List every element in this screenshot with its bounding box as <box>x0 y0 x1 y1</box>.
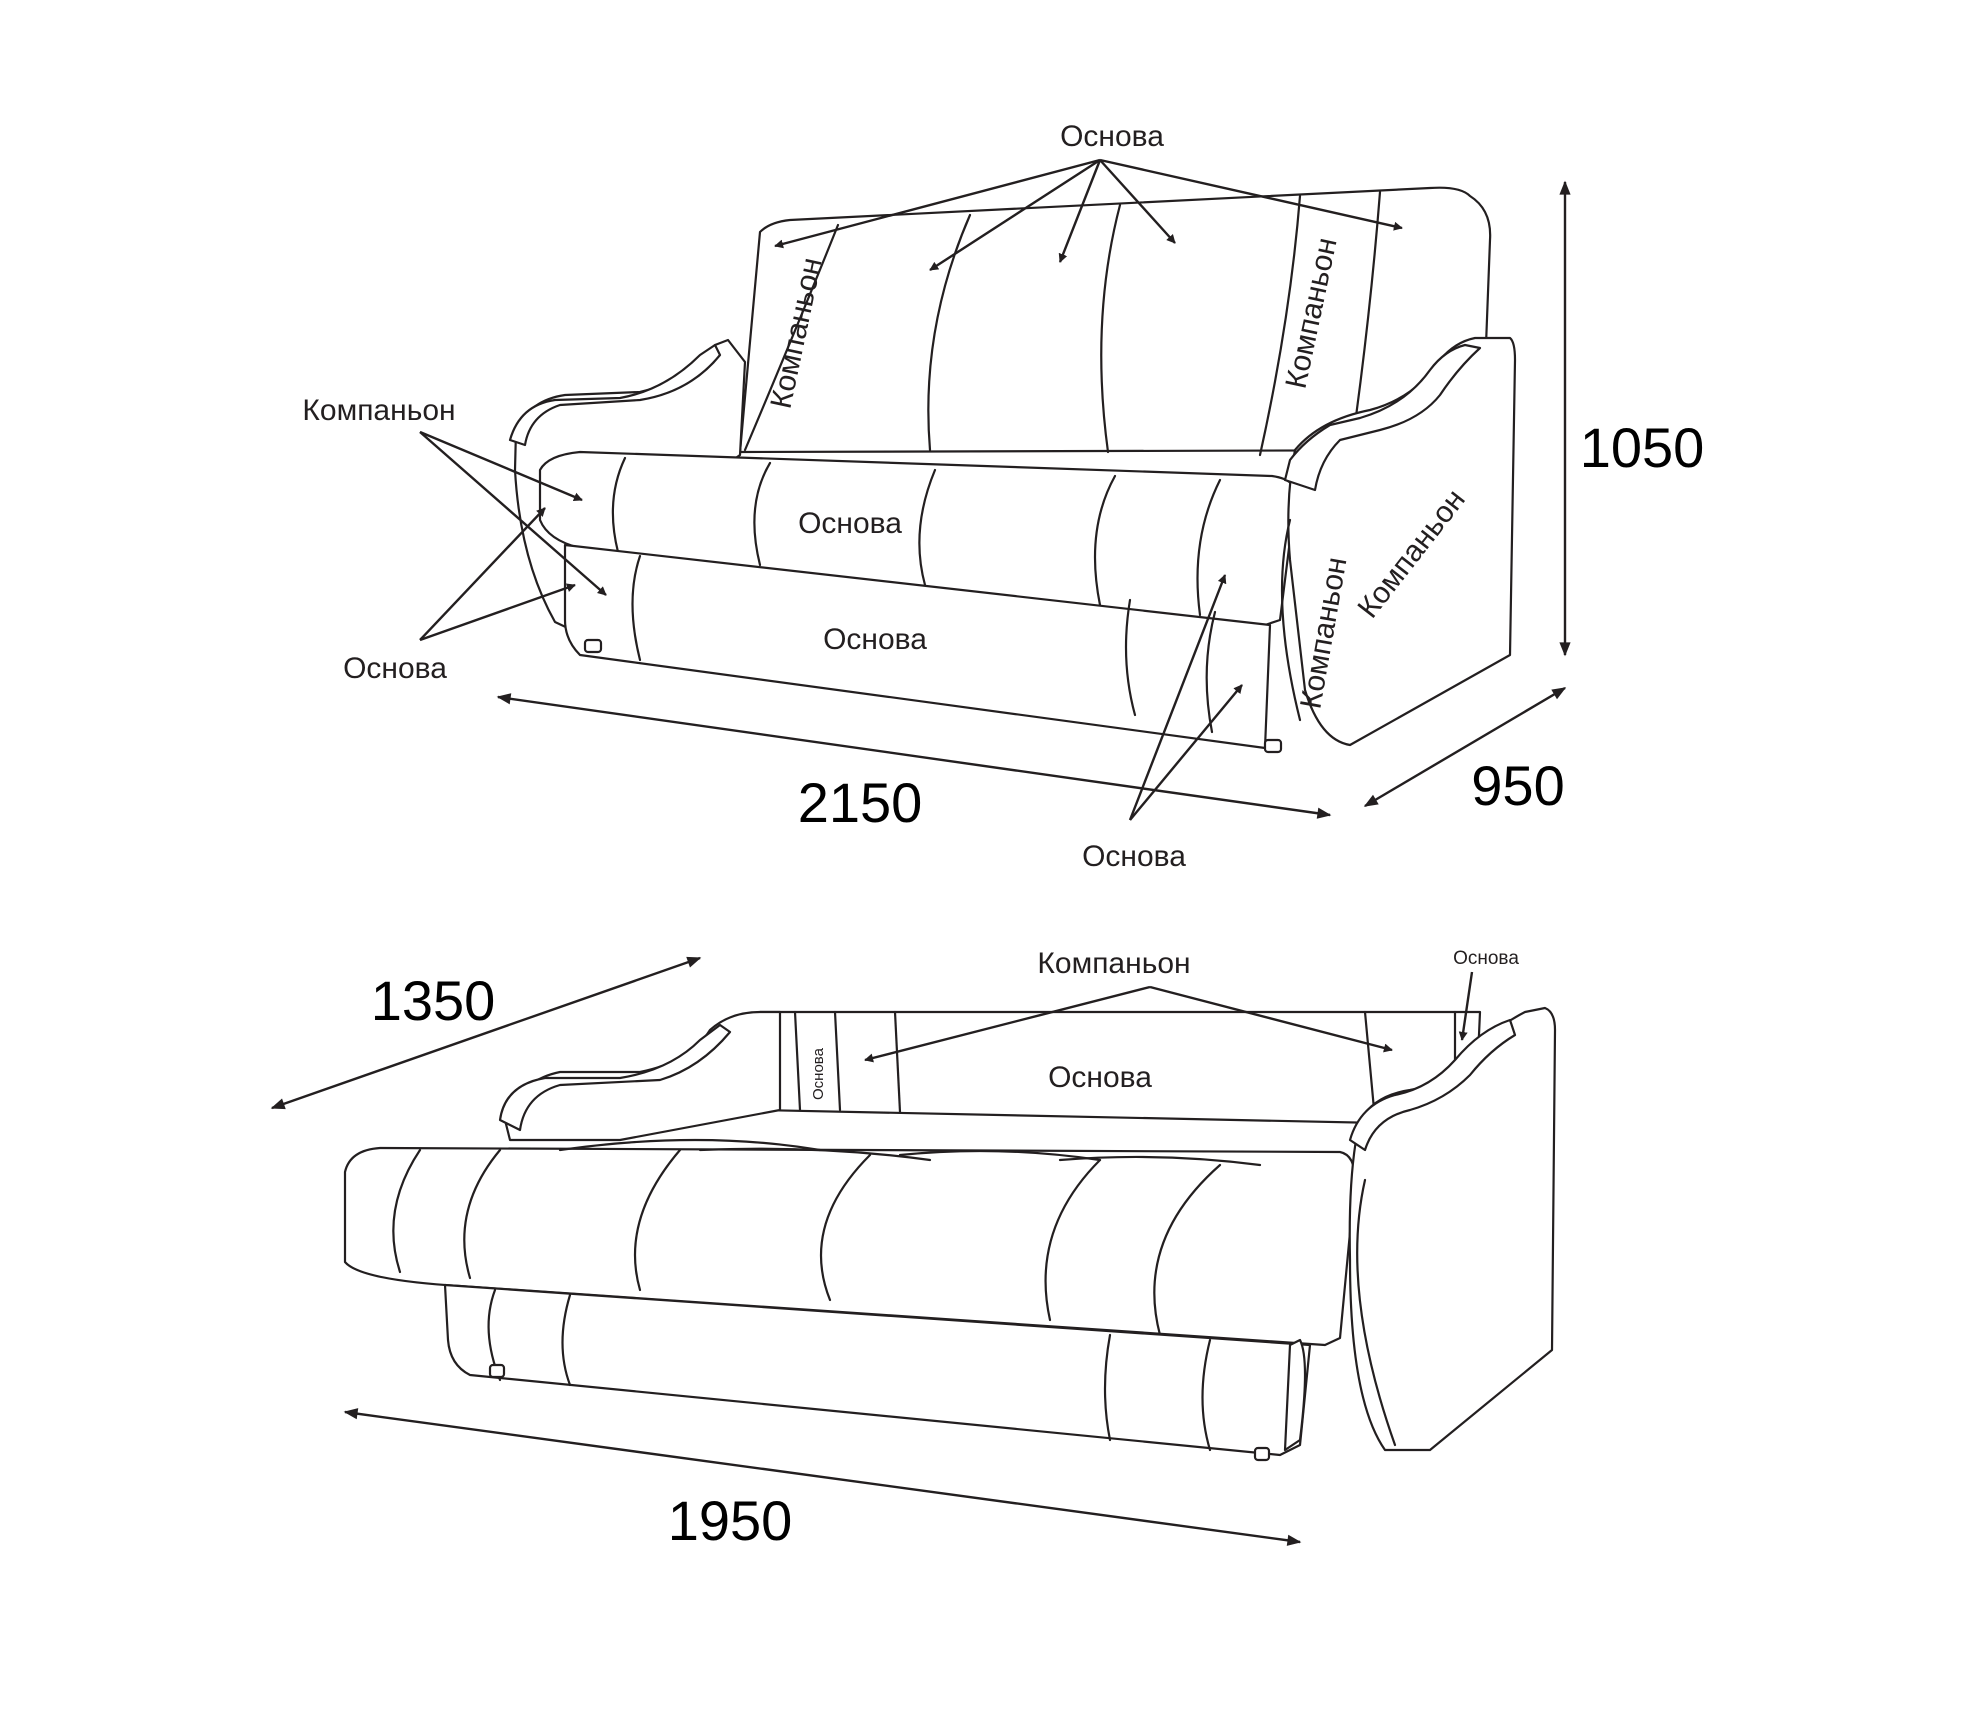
label-top-base: Основа <box>1060 120 1164 153</box>
label-box-base: Основа <box>823 623 927 656</box>
label-left-base: Основа <box>343 652 447 685</box>
dim-sleeping-length: 1950 <box>668 1489 793 1552</box>
dim-depth-folded: 950 <box>1471 754 1564 817</box>
label-unfolded-back-base: Основа <box>1048 1061 1152 1094</box>
label-unfolded-corner-base: Основа <box>1453 948 1519 969</box>
label-seat-base: Основа <box>798 507 902 540</box>
label-left-companion: Компаньон <box>302 394 455 427</box>
unfolded-foot-left <box>488 1363 506 1379</box>
sofa-backrest <box>738 186 1492 454</box>
bottom-pointer-arrows <box>864 971 1474 1063</box>
dim-width-folded: 2150 <box>798 771 923 834</box>
label-bottom-base: Основа <box>1082 840 1186 873</box>
sofa-folded <box>508 186 1517 754</box>
sofa-foot-left <box>583 638 603 654</box>
dim-height: 1050 <box>1580 416 1705 479</box>
sofa-foot-right <box>1263 738 1283 754</box>
sofa-unfolded <box>343 1006 1557 1462</box>
unfolded-foot-right <box>1253 1446 1271 1462</box>
label-unfolded-companion: Компаньон <box>1037 947 1190 980</box>
top-dimension-lines <box>496 180 1571 819</box>
bottom-dimension-lines <box>270 956 1302 1546</box>
label-unfolded-side-base: Основа <box>810 1047 827 1100</box>
dim-depth-unfolded: 1350 <box>371 969 496 1032</box>
